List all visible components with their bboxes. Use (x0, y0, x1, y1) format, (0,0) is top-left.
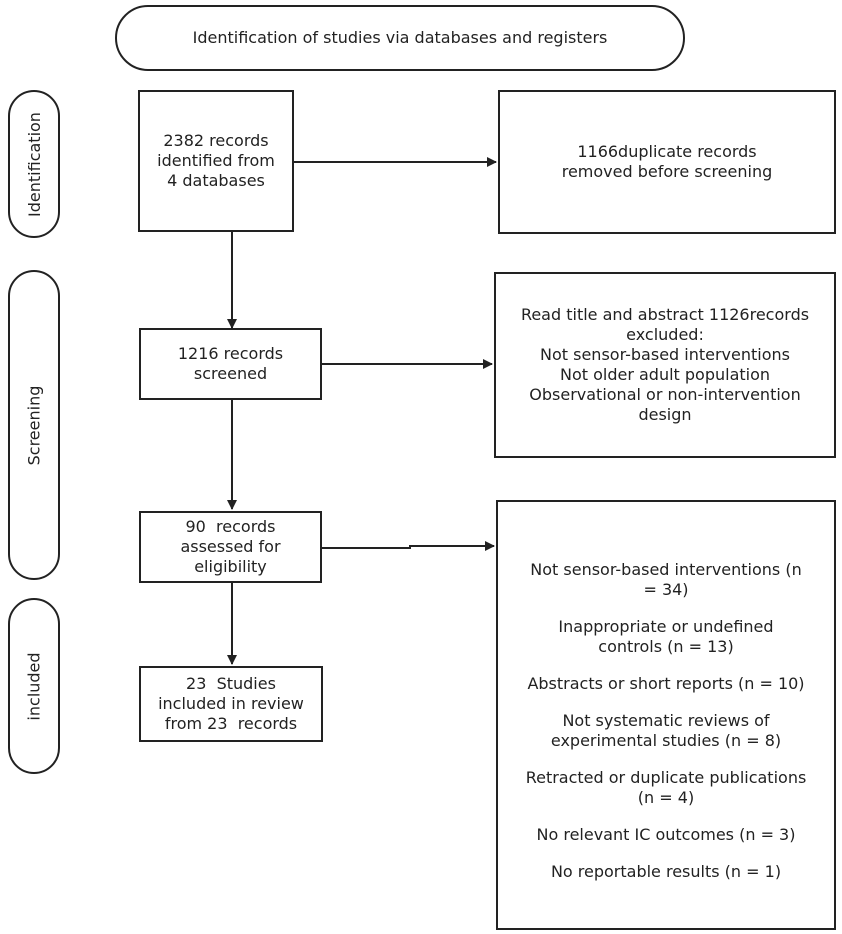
duplicates-removed-box: 1166duplicate records removed before scr… (498, 90, 836, 234)
exclusion-reason-line: Inappropriate or undefined (558, 617, 774, 636)
header-title: Identification of studies via databases … (192, 28, 608, 47)
records-screened-box: 1216 records screened (139, 328, 322, 400)
records-identified-line: 4 databases (167, 171, 265, 190)
title-abstract-excluded-box: Read title and abstract 1126records excl… (494, 272, 836, 458)
title-abstract-excluded-line: Read title and abstract 1126records (520, 305, 810, 324)
records-screened-line: screened (193, 364, 268, 383)
exclusion-reason-line: Retracted or duplicate publications (525, 768, 807, 787)
assessed-eligibility-line: 90 records (185, 517, 276, 536)
records-identified-line: identified from (157, 151, 275, 170)
stage-included: included (8, 598, 60, 774)
stage-identification: Identification (8, 90, 60, 238)
stage-identification-label: Identification (24, 111, 44, 217)
exclusion-reason-line: = 34) (643, 580, 689, 599)
duplicates-removed-line: removed before screening (561, 162, 773, 181)
studies-included-line: included in review (158, 694, 304, 713)
stage-screening: Screening (8, 270, 60, 580)
assessed-eligibility-box: 90 records assessed for eligibility (139, 511, 322, 583)
arrow-to-fulltext-excluded (322, 541, 495, 551)
exclusion-reason-line: controls (n = 13) (598, 637, 734, 656)
exclusion-reason-line: Not sensor-based interventions (n (530, 560, 802, 579)
title-abstract-excluded-line: design (638, 405, 692, 424)
title-abstract-excluded-line: Not older adult population (559, 365, 771, 384)
studies-included-line: 23 Studies (186, 674, 276, 693)
records-screened-line: 1216 records (177, 344, 284, 363)
header-box: Identification of studies via databases … (115, 5, 685, 71)
records-identified-box: 2382 records identified from 4 databases (138, 90, 294, 232)
fulltext-excluded-box: Not sensor-based interventions (n = 34) … (496, 500, 836, 930)
exclusion-reason-line: No relevant IC outcomes (n = 3) (536, 825, 796, 844)
title-abstract-excluded-line: Not sensor-based interventions (540, 345, 790, 364)
stage-included-label: included (24, 651, 44, 721)
exclusion-reason-line: Not systematic reviews of (562, 711, 770, 730)
stage-screening-label: Screening (24, 385, 44, 465)
title-abstract-excluded-line: Observational or non-intervention (529, 385, 801, 404)
studies-included-box: 23 Studies included in review from 23 re… (139, 666, 323, 742)
exclusion-reason-line: (n = 4) (637, 788, 695, 807)
exclusion-reason-line: experimental studies (n = 8) (550, 731, 782, 750)
records-identified-line: 2382 records (163, 131, 269, 150)
exclusion-reason-line: No reportable results (n = 1) (550, 862, 782, 881)
duplicates-removed-line: 1166duplicate records (577, 142, 757, 161)
studies-included-line: from 23 records (164, 714, 298, 733)
exclusion-reason-line: Abstracts or short reports (n = 10) (527, 674, 805, 693)
title-abstract-excluded-line: excluded: (626, 325, 704, 344)
assessed-eligibility-line: eligibility (194, 557, 267, 576)
assessed-eligibility-line: assessed for (180, 537, 281, 556)
